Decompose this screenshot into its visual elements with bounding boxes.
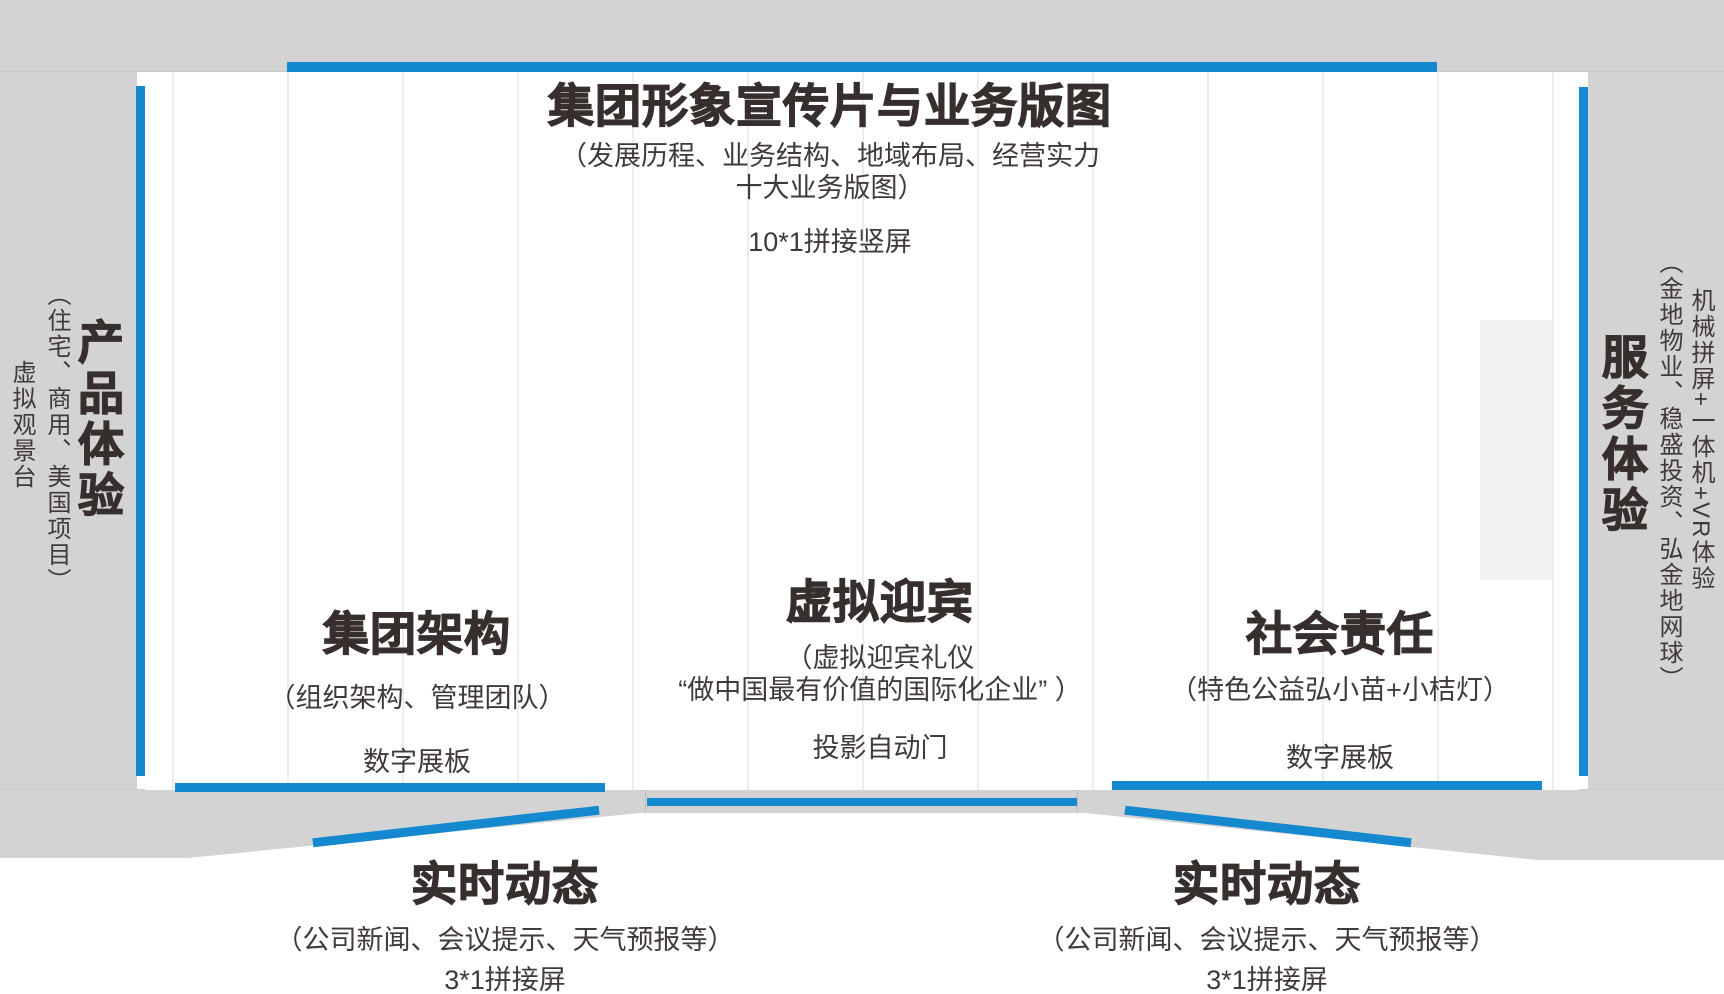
projection-auto-door: [647, 798, 1077, 806]
bottom-right-digital-board: [1112, 781, 1542, 790]
virtual-welcome-subtitle-1: （虚拟迎宾礼仪: [785, 643, 975, 673]
zone-top: 集团形象宣传片与业务版图 （发展历程、业务结构、地域布局、经营实力 十大业务版图…: [355, 79, 1305, 258]
zone-top-subtitle-2: 十大业务版图）: [735, 173, 925, 203]
left-wall-screen: [136, 86, 145, 776]
virtual-welcome-subtitle-2: “做中国最有价值的国际化企业” ）: [678, 675, 1082, 705]
realtime-left-title: 实时动态: [410, 857, 599, 910]
wall-divider-right: [1077, 790, 1078, 813]
left-wall-title: 产品体验: [71, 317, 124, 522]
group-structure-title: 集团架构: [322, 607, 511, 660]
top-spliced-screen: [287, 62, 1437, 72]
realtime-left-subtitle: （公司新闻、会议提示、天气预报等）: [275, 925, 735, 955]
zone-top-subtitle-1: （发展历程、业务结构、地域布局、经营实力: [560, 141, 1100, 171]
right-wall-title: 服务体验: [1595, 332, 1648, 537]
social-responsibility-screen-label: 数字展板: [1286, 743, 1394, 773]
realtime-right-title: 实时动态: [1172, 857, 1361, 910]
realtime-right-subtitle: （公司新闻、会议提示、天气预报等）: [1037, 925, 1497, 955]
wall-left: [0, 71, 137, 790]
zone-top-title: 集团形象宣传片与业务版图: [547, 79, 1112, 132]
panel-grid-lines: [172, 72, 1554, 790]
right-wall-note: 机械拼屏+一体机+VR体验: [1687, 288, 1714, 592]
left-wall-subtitle: （住宅、商用、美国项目）: [43, 282, 70, 594]
social-responsibility-subtitle: （特色公益弘小苗+小桔灯）: [1170, 675, 1510, 705]
right-wall-subtitle: （金地物业、稳盛投资、弘金地网球）: [1655, 250, 1682, 692]
left-wall-note: 虚拟观景台: [8, 360, 35, 490]
zone-realtime-left: 实时动态 （公司新闻、会议提示、天气预报等） 3*1拼接屏: [255, 857, 755, 994]
seam-left: [0, 789, 145, 790]
wall-right: [1588, 71, 1724, 790]
group-structure-screen-label: 数字展板: [363, 747, 471, 777]
wall-divider-left: [645, 790, 646, 813]
bottom-left-digital-board: [175, 783, 605, 792]
realtime-right-screen-label: 3*1拼接屏: [1206, 965, 1328, 994]
virtual-welcome-title: 虚拟迎宾: [785, 575, 974, 628]
zone-top-screen-label: 10*1拼接竖屏: [748, 227, 912, 257]
seam-right: [1579, 789, 1724, 790]
zone-group-structure: 集团架构 （组织架构、管理团队） 数字展板: [167, 607, 667, 778]
realtime-left-screen-label: 3*1拼接屏: [444, 965, 566, 994]
zone-realtime-right: 实时动态 （公司新闻、会议提示、天气预报等） 3*1拼接屏: [1017, 857, 1517, 994]
group-structure-subtitle: （组织架构、管理团队）: [268, 683, 566, 713]
wall-top: [0, 0, 1724, 71]
right-wall-screen: [1579, 87, 1588, 776]
social-responsibility-title: 社会责任: [1245, 607, 1434, 660]
virtual-welcome-screen-label: 投影自动门: [812, 733, 948, 763]
zone-virtual-welcome: 虚拟迎宾 （虚拟迎宾礼仪 “做中国最有价值的国际化企业” ） 投影自动门: [630, 575, 1130, 764]
interior-block: [1480, 320, 1552, 580]
zone-social-responsibility: 社会责任 （特色公益弘小苗+小桔灯） 数字展板: [1090, 607, 1590, 774]
